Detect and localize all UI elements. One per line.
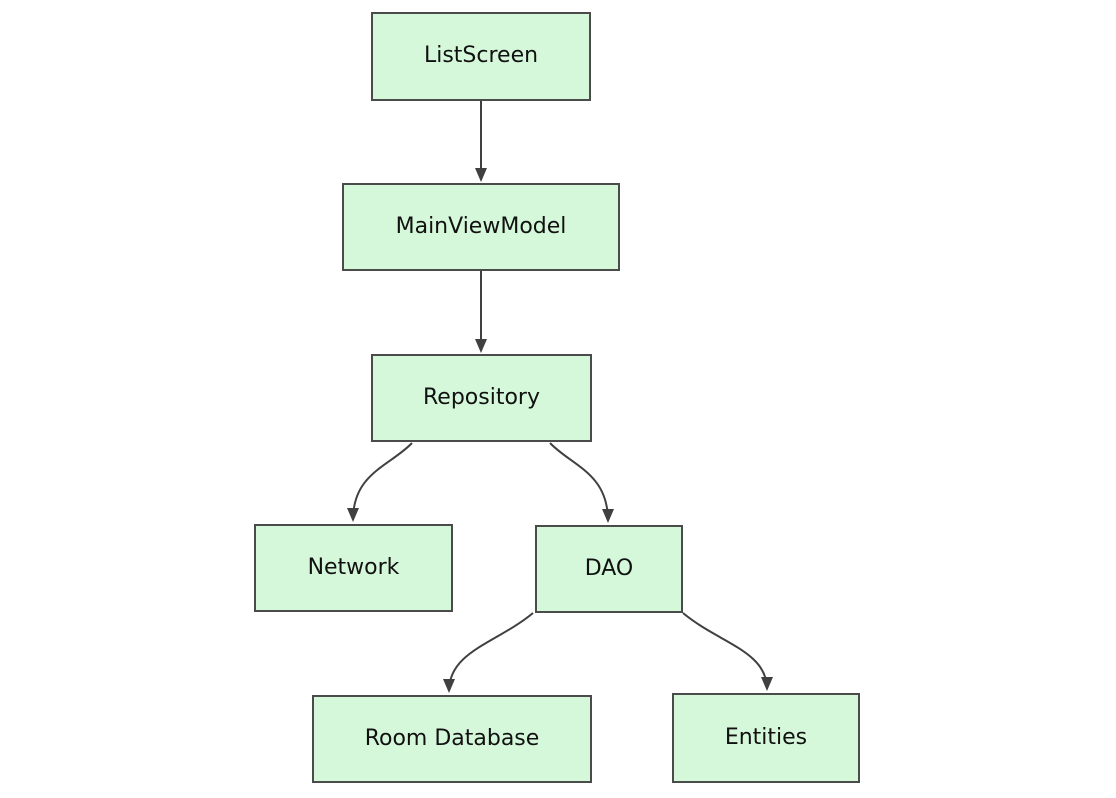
node-entities-label: Entities: [724, 724, 808, 750]
edge-repository-dao: [549, 442, 614, 523]
node-repository-label: Repository: [423, 384, 540, 410]
node-roomdatabase-label: Room Database: [364, 725, 540, 751]
edge-dao-entities: [682, 612, 773, 691]
node-network: Network: [254, 524, 453, 612]
node-entities: Entities: [672, 693, 860, 783]
node-repository: Repository: [371, 354, 592, 442]
edge-repository-network: [347, 442, 413, 522]
node-network-label: Network: [307, 554, 400, 580]
node-listscreen-label: ListScreen: [423, 43, 539, 69]
node-mainviewmodel: MainViewModel: [342, 183, 620, 271]
node-dao: DAO: [535, 525, 683, 613]
edge-dao-roomdatabase: [443, 612, 534, 693]
node-dao-label: DAO: [584, 555, 634, 581]
node-listscreen: ListScreen: [371, 12, 591, 101]
node-mainviewmodel-label: MainViewModel: [395, 213, 567, 239]
node-roomdatabase: Room Database: [312, 695, 592, 783]
